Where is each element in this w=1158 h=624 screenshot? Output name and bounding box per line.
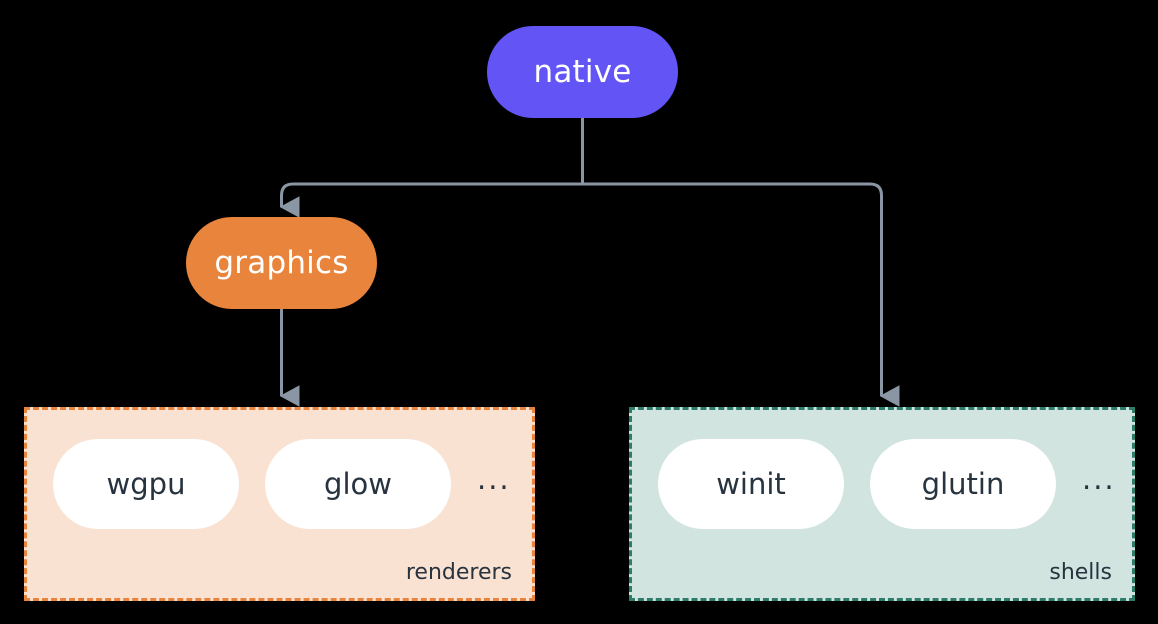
node-graphics-label: graphics [214, 244, 349, 281]
group-box-renderers: wgpu glow ... renderers [24, 407, 535, 601]
connector-native-to-shells [582, 182, 900, 407]
pill-glutin[interactable]: glutin [870, 439, 1056, 529]
node-native-label: native [533, 53, 632, 90]
pill-wgpu[interactable]: wgpu [53, 439, 239, 529]
group-renderers-label: renderers [405, 560, 512, 585]
group-shells-items: winit glutin ... [632, 439, 1116, 529]
pill-wgpu-label: wgpu [106, 466, 186, 501]
renderers-ellipsis: ... [477, 461, 511, 496]
connector-native-to-graphics [279, 182, 583, 218]
group-renderers-items: wgpu glow ... [27, 439, 511, 529]
group-box-shells: winit glutin ... shells [629, 407, 1135, 601]
node-graphics[interactable]: graphics [186, 217, 377, 309]
node-native[interactable]: native [487, 26, 678, 118]
shells-ellipsis: ... [1082, 461, 1116, 496]
pill-glutin-label: glutin [921, 466, 1005, 501]
group-shells-label: shells [1049, 560, 1112, 585]
pill-winit-label: winit [716, 466, 786, 501]
pill-glow[interactable]: glow [265, 439, 451, 529]
pill-winit[interactable]: winit [658, 439, 844, 529]
pill-glow-label: glow [324, 466, 392, 501]
